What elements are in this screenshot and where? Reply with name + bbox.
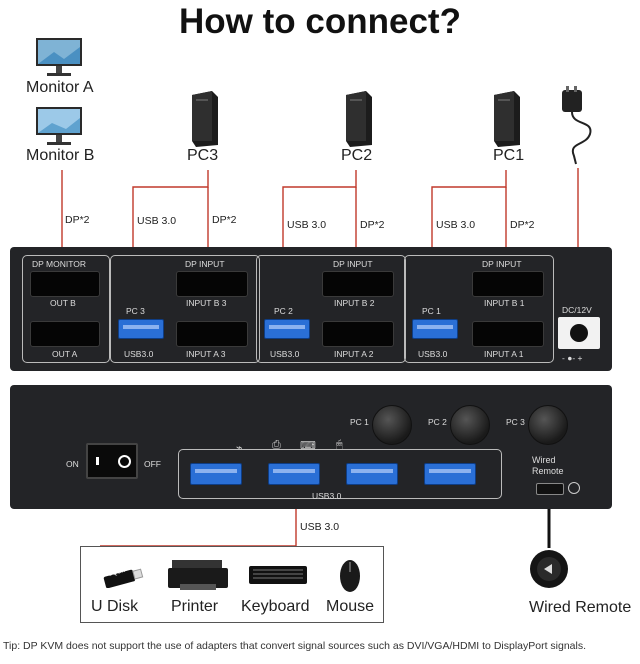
wired-remote-port-label: Wired Remote [532,455,564,476]
pc2-label: PC2 [341,147,373,164]
dp-cable-label-pc1: DP*2 [510,219,535,231]
u-disk-icon [102,566,144,589]
pc2-port-label: PC 2 [274,306,293,316]
dp-input-label-pc3: DP INPUT [185,259,225,269]
input-a1-label: INPUT A 1 [484,349,524,359]
dp-input-label-pc2: DP INPUT [333,259,373,269]
u-disk-label: U Disk [91,598,139,615]
usb30-pc3-label: USB3.0 [124,349,154,359]
usb-cable-label-pc3: USB 3.0 [137,215,177,227]
tip-note: Tip: DP KVM does not support the use of … [3,640,587,652]
mouse-label: Mouse [326,598,375,615]
pc1-button-label: PC 1 [350,417,369,427]
pc3-label: PC3 [187,147,219,164]
wired-remote-port[interactable] [536,483,564,495]
dc-polarity-label: - ●- + [562,353,583,363]
usb-cable-label-pc1: USB 3.0 [436,219,476,231]
dp-out-a-port[interactable] [30,321,100,347]
pc3-input-group [110,255,260,363]
monitor-b-label: Monitor B [26,147,95,164]
pc1-label: PC1 [493,147,525,164]
usb-hub-port-4[interactable] [424,463,476,485]
usb-hub-port-1[interactable] [190,463,242,485]
keyboard-label: Keyboard [241,598,310,615]
input-b3-label: INPUT B 3 [186,298,227,308]
dp-input-label-pc1: DP INPUT [482,259,522,269]
monitor-a-icon [34,37,84,79]
usb-hub-port-2[interactable] [268,463,320,485]
monitor-output-group [22,255,110,363]
dp-cable-label-monitor: DP*2 [65,214,90,226]
dp-out-b-port[interactable] [30,271,100,297]
kvm-back-panel: ON OFF ⌁ ⎙ ⌨ 🖱 USB3.0 PC 1 PC 2 PC 3 Wir… [10,385,612,509]
keyboard-device-icon [248,564,308,586]
input-b2-label: INPUT B 2 [334,298,375,308]
dp-monitor-label: DP MONITOR [32,259,86,269]
pc1-port-label: PC 1 [422,306,441,316]
out-b-label: OUT B [50,298,76,308]
usb30-pc3-port[interactable] [118,319,164,339]
dp-input-b1-port[interactable] [472,271,544,297]
page-title: How to connect? [179,2,461,41]
input-a3-label: INPUT A 3 [186,349,226,359]
monitor-b-icon [34,106,84,148]
dc-power-jack[interactable] [558,317,600,349]
power-switch[interactable] [86,443,138,479]
usb30-pc1-port[interactable] [412,319,458,339]
dp-input-b2-port[interactable] [322,271,394,297]
pc2-tower-icon [342,91,374,147]
pc3-button-label: PC 3 [506,417,525,427]
dp-cable-label-pc3: DP*2 [212,214,237,226]
dc-12v-label: DC/12V [562,305,592,315]
kvm-front-panel: DP MONITOR OUT B OUT A DP INPUT PC 3 INP… [10,247,612,371]
monitor-a-label: Monitor A [26,79,94,96]
out-a-label: OUT A [52,349,78,359]
usb30-pc2-port[interactable] [264,319,310,339]
dp-input-a3-port[interactable] [176,321,248,347]
mouse-icon: 🖱 [336,439,343,451]
pc3-tower-icon [188,91,220,147]
usb30-pc1-label: USB3.0 [418,349,448,359]
on-label: ON [66,459,79,469]
dp-input-a2-port[interactable] [322,321,394,347]
peripherals-box [80,546,384,623]
input-a2-label: INPUT A 2 [334,349,374,359]
remote-port-ring-icon [568,482,580,494]
printer-label: Printer [171,598,219,615]
pc1-input-group [404,255,554,363]
usb30-hub-label: USB3.0 [312,491,342,501]
usb-peripheral-cable-label: USB 3.0 [300,521,340,533]
mouse-device-icon [338,556,362,594]
wired-remote-device-icon [528,548,570,590]
printer-device-icon [166,558,230,594]
pc2-button-label: PC 2 [428,417,447,427]
printer-icon: ⎙ [272,439,281,451]
dp-input-a1-port[interactable] [472,321,544,347]
off-label: OFF [144,459,161,469]
pc3-port-label: PC 3 [126,306,145,316]
webcam-icon: ⌁ [236,442,243,454]
power-adapter-icon [560,86,600,166]
pc2-switch-button[interactable] [450,405,490,445]
usb30-pc2-label: USB3.0 [270,349,300,359]
input-b1-label: INPUT B 1 [484,298,525,308]
pc1-tower-icon [490,91,522,147]
wired-remote-label: Wired Remote [529,599,632,616]
dp-cable-label-pc2: DP*2 [360,219,385,231]
usb-cable-label-pc2: USB 3.0 [287,219,327,231]
usb-hub-group [178,449,502,499]
pc2-input-group [256,255,406,363]
dp-input-b3-port[interactable] [176,271,248,297]
usb-hub-port-3[interactable] [346,463,398,485]
pc1-switch-button[interactable] [372,405,412,445]
pc3-switch-button[interactable] [528,405,568,445]
